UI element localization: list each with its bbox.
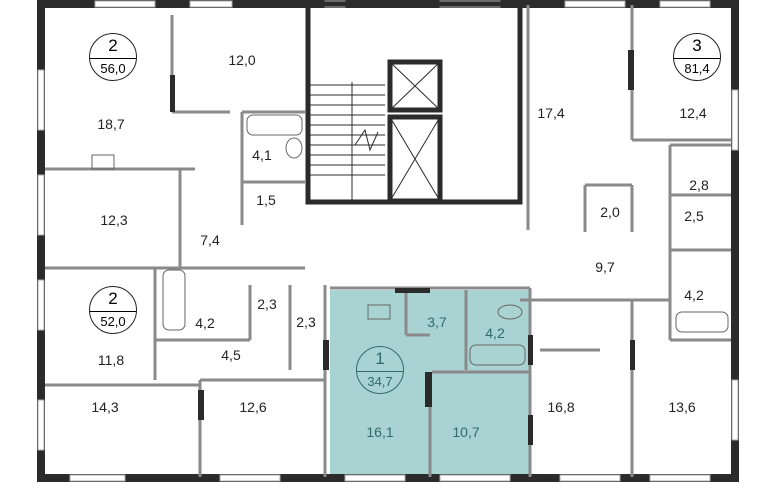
room-area: 7,4: [200, 232, 220, 248]
apartment-badge[interactable]: 2 52,0: [89, 286, 137, 334]
room-area: 4,5: [221, 347, 241, 363]
rooms-count: 1: [375, 349, 385, 368]
room-area: 12,4: [679, 105, 707, 121]
apartment-badge[interactable]: 2 56,0: [89, 33, 137, 81]
room-area: 16,1: [366, 424, 394, 440]
room-area: 13,6: [668, 399, 696, 415]
room-area: 10,7: [452, 424, 480, 440]
room-area: 4,2: [485, 325, 505, 341]
stairs: [310, 82, 385, 200]
room-area: 3,7: [427, 314, 447, 330]
room-area: 2,8: [689, 177, 709, 193]
badge-divider: [674, 58, 720, 59]
room-area: 11,8: [97, 352, 125, 368]
room-area: 12,0: [228, 52, 256, 68]
rooms-count: 2: [108, 36, 118, 55]
badge-divider: [357, 371, 403, 372]
room-area: 17,4: [537, 105, 565, 121]
apartment-badge[interactable]: 3 81,4: [673, 33, 721, 81]
rooms-count: 3: [692, 36, 702, 55]
apartment-badge-highlighted[interactable]: 1 34,7: [356, 346, 404, 394]
room-area: 14,3: [91, 399, 119, 415]
room-area: 12,6: [239, 399, 267, 415]
total-area: 34,7: [367, 374, 393, 389]
room-area: 12,3: [100, 212, 128, 228]
total-area: 81,4: [684, 61, 710, 76]
room-area: 2,0: [600, 204, 620, 220]
rooms-count: 2: [108, 289, 118, 308]
badge-divider: [90, 58, 136, 59]
total-area: 56,0: [100, 61, 126, 76]
room-area: 16,8: [547, 399, 575, 415]
room-area: 2,5: [684, 208, 704, 224]
room-area: 4,2: [684, 287, 704, 303]
room-area: 4,1: [252, 147, 272, 163]
total-area: 52,0: [100, 314, 126, 329]
room-area: 18,7: [97, 116, 125, 132]
badge-divider: [90, 311, 136, 312]
room-area: 1,5: [256, 192, 276, 208]
room-area: 9,7: [595, 259, 615, 275]
room-area: 4,2: [195, 315, 215, 331]
room-area: 2,3: [257, 296, 277, 312]
room-area: 2,3: [296, 314, 316, 330]
